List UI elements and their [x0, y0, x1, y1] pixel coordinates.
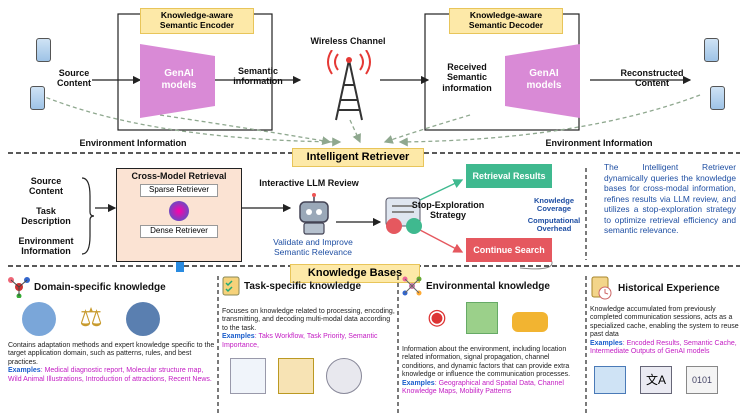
environmental-examples: Examples: Geographical and Spatial Data,…: [402, 379, 564, 395]
environmental-title: Environmental knowledge: [426, 280, 550, 292]
molecule-icon: [8, 277, 30, 298]
historical-experience-panel: Historical Experience Knowledge accumula…: [590, 276, 742, 395]
continue-search-tile: Continue Search: [466, 238, 552, 262]
domain-knowledge-panel: Domain-specific knowledge ⚖ Contains ada…: [8, 276, 216, 384]
map-pin-icon: [466, 302, 498, 334]
signal-antenna-icon: ◉: [427, 304, 447, 329]
sparse-retriever: Sparse Retriever: [140, 184, 218, 197]
historical-examples: Examples: Encoded Results, Semantic Cach…: [590, 339, 737, 355]
task-examples: Examples: Taks Workflow, Task Priority, …: [222, 333, 378, 349]
task-title: Task-specific knowledge: [244, 280, 362, 292]
device-dest-bottom-icon: [710, 86, 725, 110]
historical-icons: 文A 0101: [594, 366, 742, 395]
up-arrow-icon: [176, 262, 184, 272]
translate-icon: 文A: [640, 366, 672, 395]
reconstructed-content-label: Reconstructed Content: [620, 68, 684, 89]
environmental-knowledge-panel: Environmental knowledge ◉ Information ab…: [402, 276, 584, 396]
knowledge-bases-title: Knowledge Bases: [290, 264, 420, 283]
input-source-content: Source Content: [29, 176, 63, 197]
intelligent-retriever-title: Intelligent Retriever: [292, 148, 424, 167]
people-group-icon: [22, 302, 56, 336]
kb-dividers: [217, 276, 587, 414]
retrieval-results-tile: Retrieval Results: [466, 164, 552, 188]
cross-model-retrieval-box: Cross-Model Retrieval Sparse Retriever D…: [116, 168, 242, 262]
input-task-description: Task Description: [21, 206, 71, 227]
received-semantic-information-label: Received Semantic information: [442, 62, 492, 93]
genai-decoder-shape: [505, 44, 580, 118]
validate-improve-text: Validate and Improve Semantic Relevance: [273, 237, 353, 257]
wireless-channel-label: Wireless Channel: [310, 36, 386, 46]
cross-model-title: Cross-Model Retrieval: [131, 171, 227, 181]
image-gallery-icon: [594, 366, 626, 395]
input-brace: [81, 177, 95, 255]
decision-person-icon: [326, 357, 362, 394]
domain-body: Contains adaptation methods and expert k…: [8, 342, 215, 366]
device-source-top-icon: [36, 38, 51, 62]
task-knowledge-panel: Task-specific knowledge Focuses on knowl…: [222, 276, 396, 394]
domain-examples: Examples: Medical diagnostic report, Mol…: [8, 367, 212, 383]
device-source-bottom-icon: [30, 86, 45, 110]
openai-logo-icon: [169, 200, 189, 221]
growth-bars-icon: [278, 357, 314, 394]
task-icons: [230, 357, 396, 394]
domain-title: Domain-specific knowledge: [34, 281, 166, 293]
historical-body: Knowledge accumulated from previously co…: [590, 306, 739, 339]
dense-retriever: Dense Retriever: [140, 224, 218, 238]
device-dest-top-icon: [704, 38, 719, 62]
strategy-checklist-icon: [385, 197, 422, 234]
car-icon: [512, 312, 548, 332]
environment-icons: ◉: [422, 302, 584, 338]
scientist-icon: [126, 302, 160, 336]
historical-title: Historical Experience: [618, 282, 720, 294]
task-body: Focuses on knowledge related to processi…: [222, 308, 395, 332]
interactive-llm-review: Interactive LLM Review: [259, 178, 359, 188]
semantic-information-label: Semantic information: [233, 66, 283, 87]
retriever-description: The Intelligent Retriever dynamically qu…: [604, 162, 736, 235]
checklist-icon: [222, 276, 240, 296]
environmental-body: Information about the environment, inclu…: [402, 346, 571, 379]
analytics-chart-icon: [230, 357, 266, 394]
top-diagram-lines: [8, 13, 740, 154]
genai-encoder-label: GenAI models: [161, 68, 197, 91]
decoder-label: Knowledge-aware Semantic Decoder: [449, 8, 563, 34]
robot-icon: [299, 193, 329, 235]
cell-tower-icon: [327, 50, 371, 121]
stop-exploration-strategy: Stop-Exploration Strategy: [411, 200, 485, 221]
network-icon: [402, 276, 422, 296]
genai-encoder-shape: [140, 44, 215, 118]
scales-icon: ⚖: [79, 302, 103, 332]
environment-information-right: Environment Information: [545, 138, 653, 148]
genai-decoder-label: GenAI models: [526, 68, 562, 91]
domain-icons: ⚖: [22, 302, 216, 338]
input-environment-information: Environment Information: [18, 236, 74, 257]
environment-information-left: Environment Information: [79, 138, 187, 148]
knowledge-coverage-label: Knowledge Coverage: [533, 196, 574, 214]
computational-overhead-label: Computational Overhead: [527, 216, 581, 234]
history-document-icon: [591, 276, 612, 300]
encoder-label: Knowledge-aware Semantic Encoder: [140, 8, 254, 34]
binary-data-icon: 0101: [686, 366, 718, 395]
source-content-label: Source Content: [57, 68, 91, 89]
